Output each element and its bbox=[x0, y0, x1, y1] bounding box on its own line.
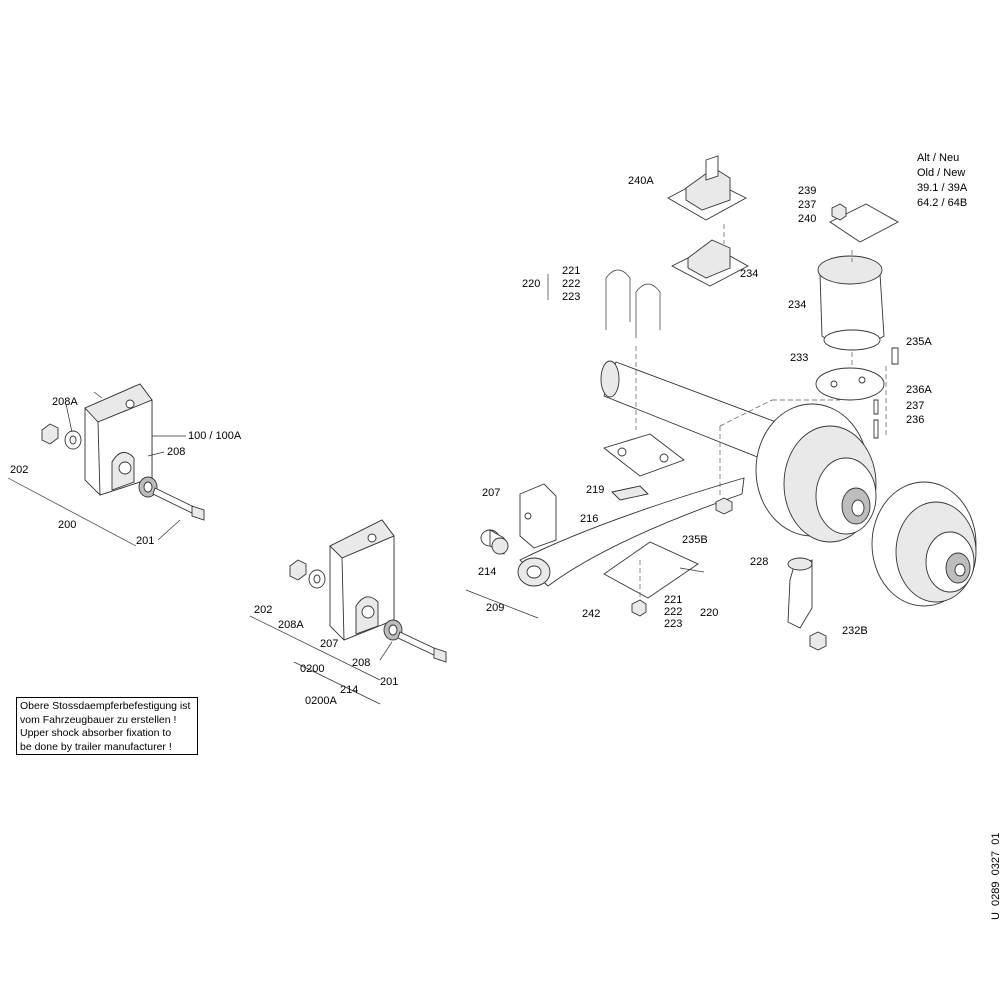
version-line-3: 39.1 / 39A bbox=[917, 182, 968, 194]
callout-207-middle: 207 bbox=[320, 638, 339, 650]
note-line-3: Upper shock absorber fixation to bbox=[20, 727, 172, 739]
callout-240A: 240A bbox=[628, 175, 654, 187]
callout-236: 236 bbox=[906, 414, 925, 426]
bolt-236 bbox=[873, 419, 879, 439]
callout-239: 239 bbox=[798, 185, 817, 197]
callout-202-middle: 202 bbox=[254, 604, 273, 616]
callout-232B: 232B bbox=[842, 625, 868, 637]
bolt-236A bbox=[873, 399, 879, 415]
callout-235A: 235A bbox=[906, 336, 932, 348]
version-line-1: Alt / Neu bbox=[917, 152, 960, 164]
callout-214-axle: 214 bbox=[478, 566, 497, 578]
callout-207-axle: 207 bbox=[482, 487, 501, 499]
callout-201-left: 201 bbox=[136, 535, 155, 547]
callout-222-top: 222 bbox=[562, 278, 581, 290]
trailing-arm-209 bbox=[517, 477, 745, 587]
callout-208-middle: 208 bbox=[352, 657, 371, 669]
piston-plate-233 bbox=[815, 367, 885, 401]
u-bolts bbox=[605, 269, 661, 338]
callout-200: 200 bbox=[58, 519, 77, 531]
callout-100-100A: 100 / 100A bbox=[188, 430, 242, 442]
callout-236A: 236A bbox=[906, 384, 932, 396]
callout-220-top: 220 bbox=[522, 278, 541, 290]
mount-bracket-234 bbox=[671, 239, 749, 287]
callout-228: 228 bbox=[750, 556, 769, 568]
callout-237-top: 237 bbox=[798, 199, 817, 211]
callout-223-top: 223 bbox=[562, 291, 581, 303]
top-plate-240 bbox=[829, 203, 899, 243]
mount-bracket-240A bbox=[667, 155, 747, 221]
callout-208-left: 208 bbox=[167, 446, 186, 458]
callout-233: 233 bbox=[790, 352, 809, 364]
shock-absorber-228 bbox=[787, 557, 827, 651]
callout-221-top: 221 bbox=[562, 265, 581, 277]
hanger-bracket-0200 bbox=[289, 519, 447, 663]
bolt-235A bbox=[891, 347, 899, 365]
callout-209: 209 bbox=[486, 602, 505, 614]
callout-0200A: 0200A bbox=[305, 695, 337, 707]
bracket-207 bbox=[519, 483, 557, 549]
callout-235B: 235B bbox=[682, 534, 708, 546]
version-line-4: 64.2 / 64B bbox=[917, 197, 968, 209]
callout-222-bottom: 222 bbox=[664, 606, 683, 618]
nut-235B bbox=[715, 497, 733, 515]
callout-202-left: 202 bbox=[10, 464, 29, 476]
air-spring-234 bbox=[817, 255, 885, 351]
callout-214-middle: 214 bbox=[340, 684, 359, 696]
callout-223-bottom: 223 bbox=[664, 618, 683, 630]
version-line-2: Old / New bbox=[917, 167, 966, 179]
callout-240: 240 bbox=[798, 213, 817, 225]
bushing-214 bbox=[480, 529, 509, 555]
callout-242: 242 bbox=[582, 608, 601, 620]
callout-221-bottom: 221 bbox=[664, 594, 683, 606]
note-line-1: Obere Stossdaempferbefestigung ist bbox=[20, 700, 191, 712]
brake-drum bbox=[755, 403, 877, 543]
hanger-bracket-200 bbox=[41, 383, 205, 521]
brake-disc-hub bbox=[871, 481, 977, 607]
callout-216: 216 bbox=[580, 513, 599, 525]
callout-219: 219 bbox=[586, 484, 605, 496]
callout-0200: 0200 bbox=[300, 663, 325, 675]
lower-plate-242 bbox=[603, 541, 705, 617]
note-line-2: vom Fahrzeugbauer zu erstellen ! bbox=[20, 713, 177, 726]
version-note: Alt / Neu Old / New 39.1 / 39A 64.2 / 64… bbox=[917, 151, 967, 211]
manufacturer-note-box: Obere Stossdaempferbefestigung ist vom F… bbox=[16, 697, 198, 755]
callout-208A-left: 208A bbox=[52, 396, 78, 408]
callout-208A-middle: 208A bbox=[278, 619, 304, 631]
note-line-4: be done by trailer manufacturer ! bbox=[20, 740, 172, 753]
callout-234-airspring: 234 bbox=[788, 299, 807, 311]
callout-234-bracket: 234 bbox=[740, 268, 759, 280]
callout-201-middle: 201 bbox=[380, 676, 399, 688]
drawing-number: U_0289_0327_01 bbox=[990, 832, 1000, 920]
callout-220-bottom: 220 bbox=[700, 607, 719, 619]
clamp-plate-219 bbox=[603, 433, 685, 501]
callout-237-bottom: 237 bbox=[906, 400, 925, 412]
